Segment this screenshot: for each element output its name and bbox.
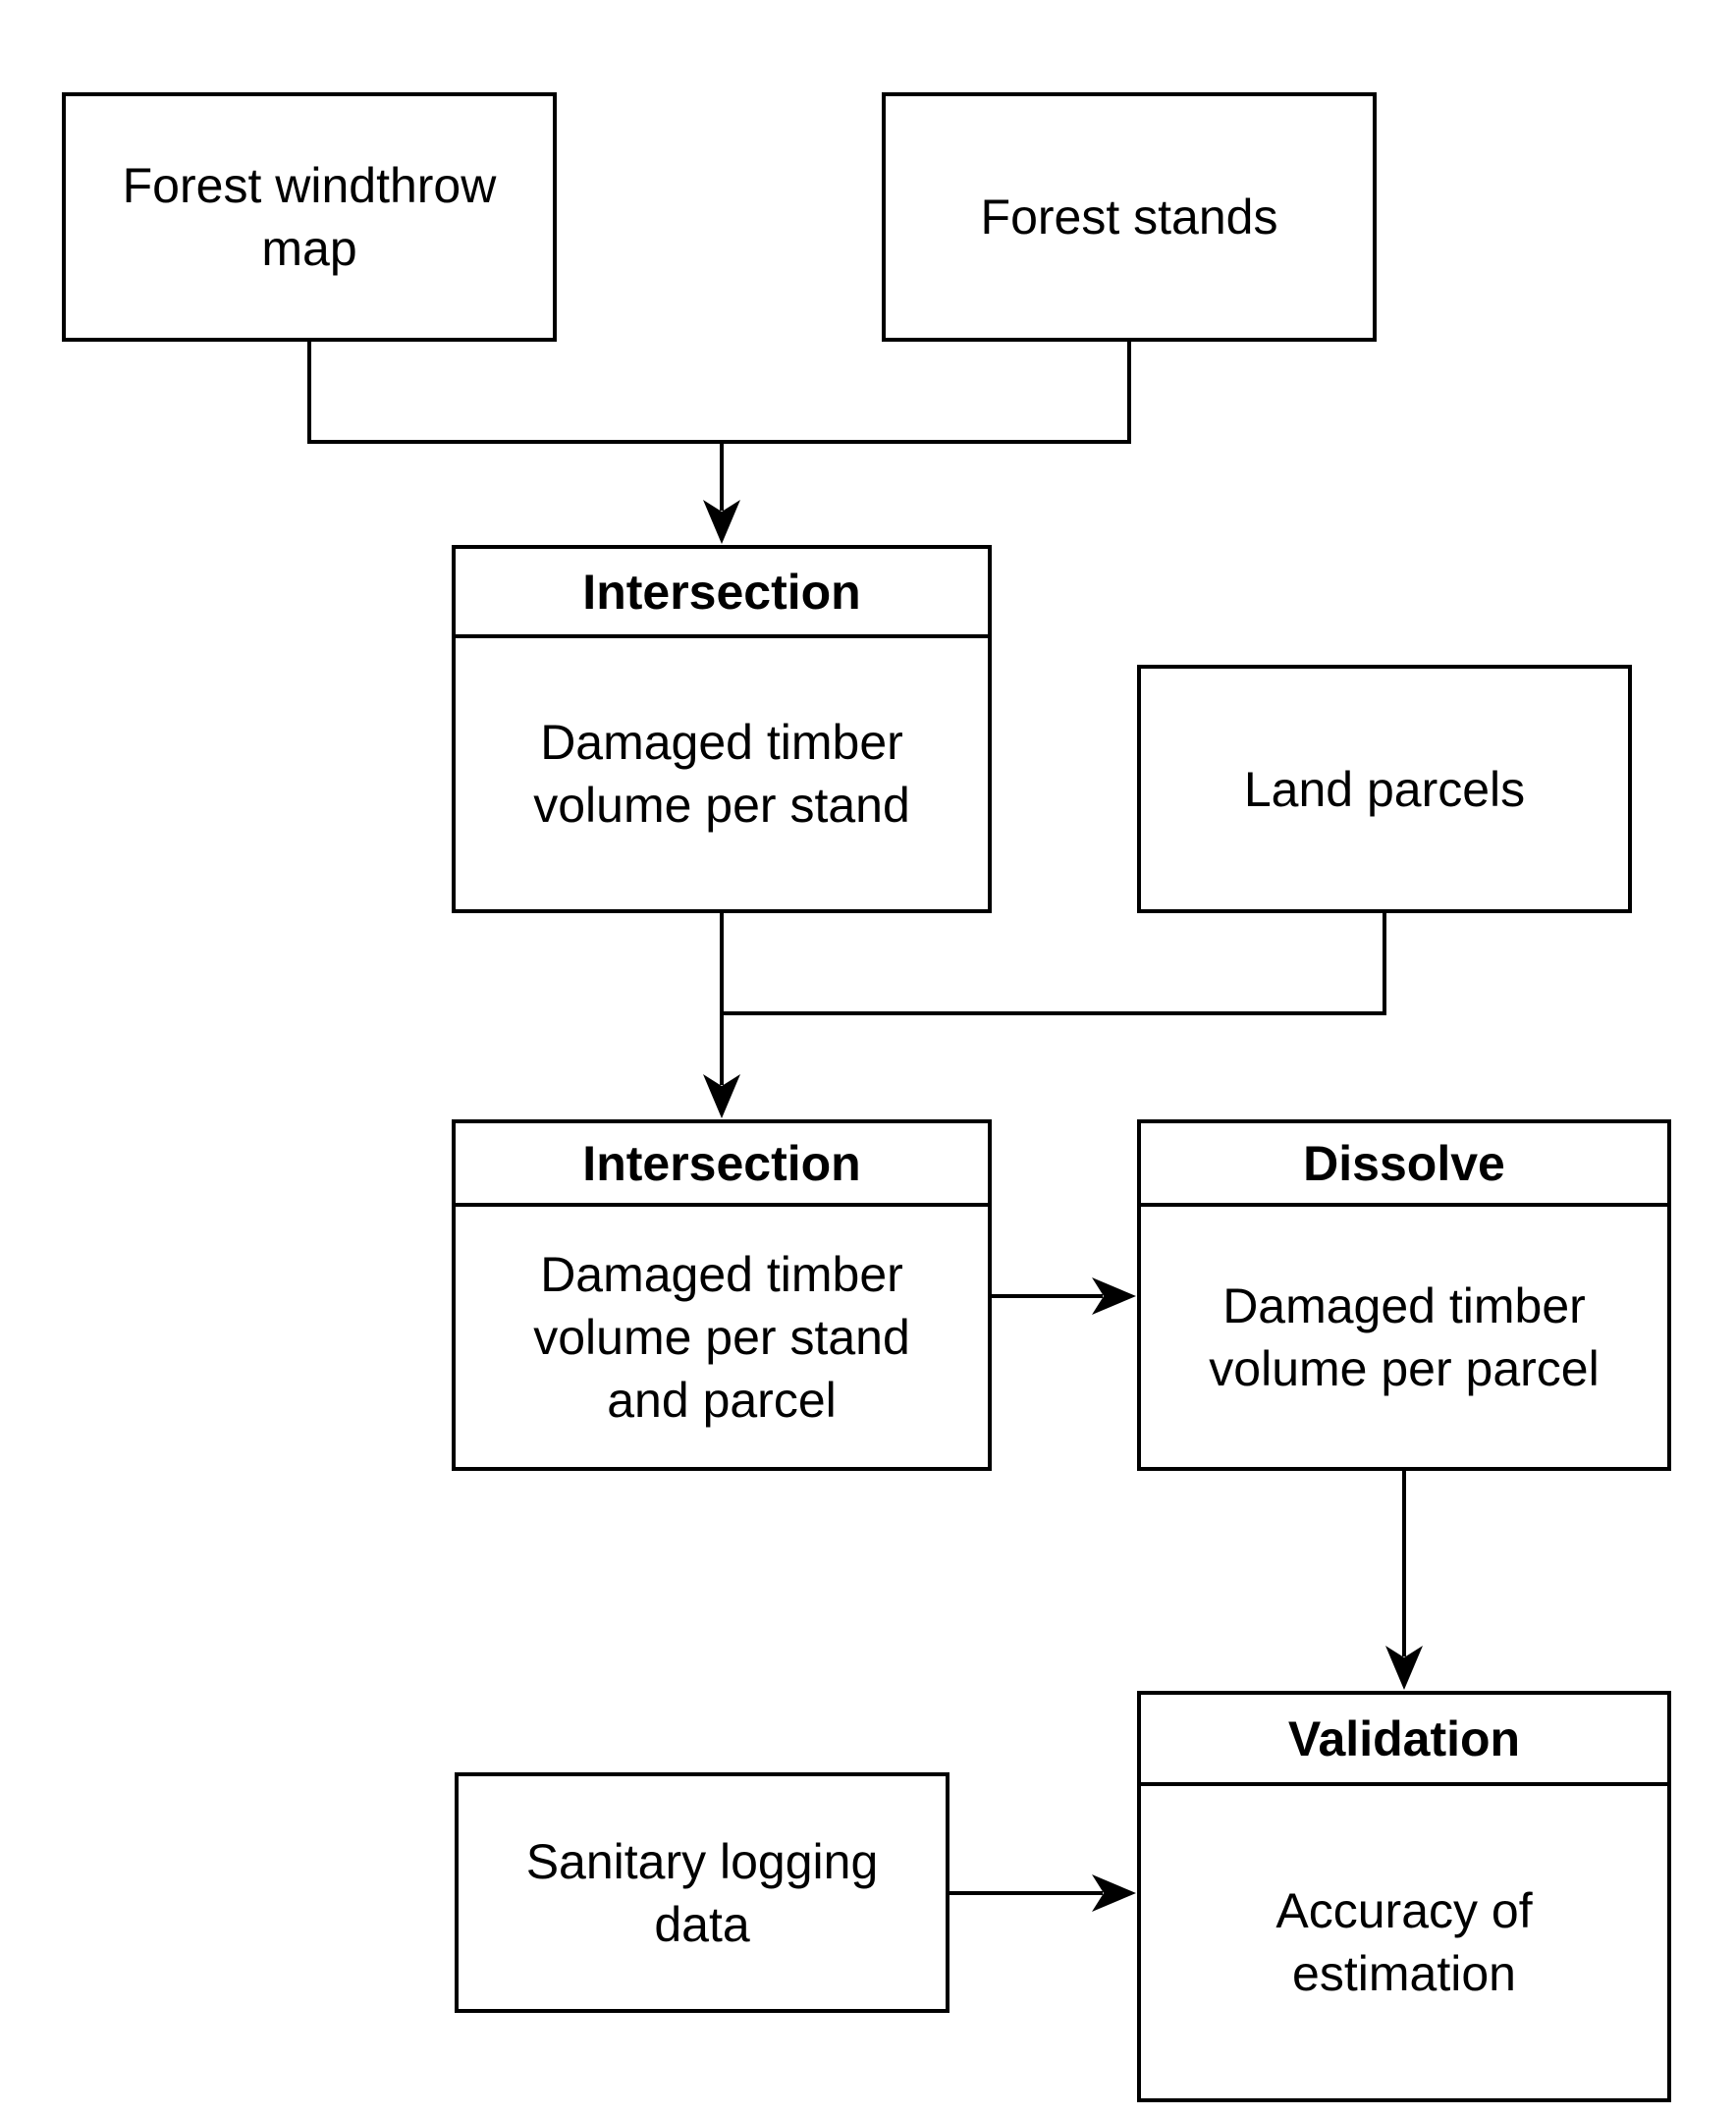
node-label-line: Forest windthrow: [122, 158, 497, 213]
node-label-line: map: [261, 221, 357, 276]
node-label-line: Damaged timber: [540, 1246, 903, 1302]
arrowhead-into-validation-left: [1092, 1874, 1136, 1912]
node-label-line: Land parcels: [1243, 761, 1526, 817]
node-label-line: estimation: [1292, 1946, 1516, 2001]
node-label-line: Damaged timber: [540, 715, 903, 770]
node-intersection-2: Intersection Damaged timber volume per s…: [452, 1119, 992, 1471]
node-header-intersection-2: Intersection: [456, 1123, 988, 1207]
node-land-parcels: Land parcels: [1137, 665, 1632, 913]
node-label-line: data: [654, 1896, 750, 1952]
node-label-line: volume per parcel: [1209, 1340, 1600, 1396]
node-label-line: Sanitary logging: [525, 1833, 879, 1889]
node-label-line: Damaged timber: [1222, 1277, 1586, 1333]
node-label-line: Forest stands: [980, 190, 1278, 244]
node-forest-stands: Forest stands: [882, 92, 1377, 342]
node-body-dissolve: Damaged timber volume per parcel: [1141, 1207, 1667, 1467]
node-validation: Validation Accuracy of estimation: [1137, 1691, 1671, 2102]
node-forest-windthrow-map: Forest windthrow map: [62, 92, 557, 342]
node-body-intersection-1: Damaged timber volume per stand: [456, 638, 988, 909]
node-label-line: and parcel: [607, 1372, 837, 1428]
arrowhead-into-intersection1: [703, 500, 740, 544]
node-label-line: volume per stand: [533, 1309, 910, 1365]
arrowhead-into-intersection2: [703, 1074, 740, 1118]
arrowhead-into-validation-top: [1385, 1646, 1423, 1690]
node-sanitary-logging-data: Sanitary logging data: [455, 1772, 949, 2013]
node-header-validation: Validation: [1141, 1695, 1667, 1786]
node-intersection-1: Intersection Damaged timber volume per s…: [452, 545, 992, 913]
node-header-dissolve: Dissolve: [1141, 1123, 1667, 1207]
node-body-validation: Accuracy of estimation: [1141, 1786, 1667, 2098]
node-body-intersection-2: Damaged timber volume per stand and parc…: [456, 1207, 988, 1467]
node-label-line: volume per stand: [533, 778, 910, 833]
connector-landparcels-elbow: [720, 911, 1386, 1015]
node-header-intersection-1: Intersection: [456, 549, 988, 638]
arrowhead-into-dissolve: [1092, 1277, 1136, 1315]
node-label-line: Accuracy of: [1275, 1883, 1533, 1938]
node-dissolve: Dissolve Damaged timber volume per parce…: [1137, 1119, 1671, 1471]
